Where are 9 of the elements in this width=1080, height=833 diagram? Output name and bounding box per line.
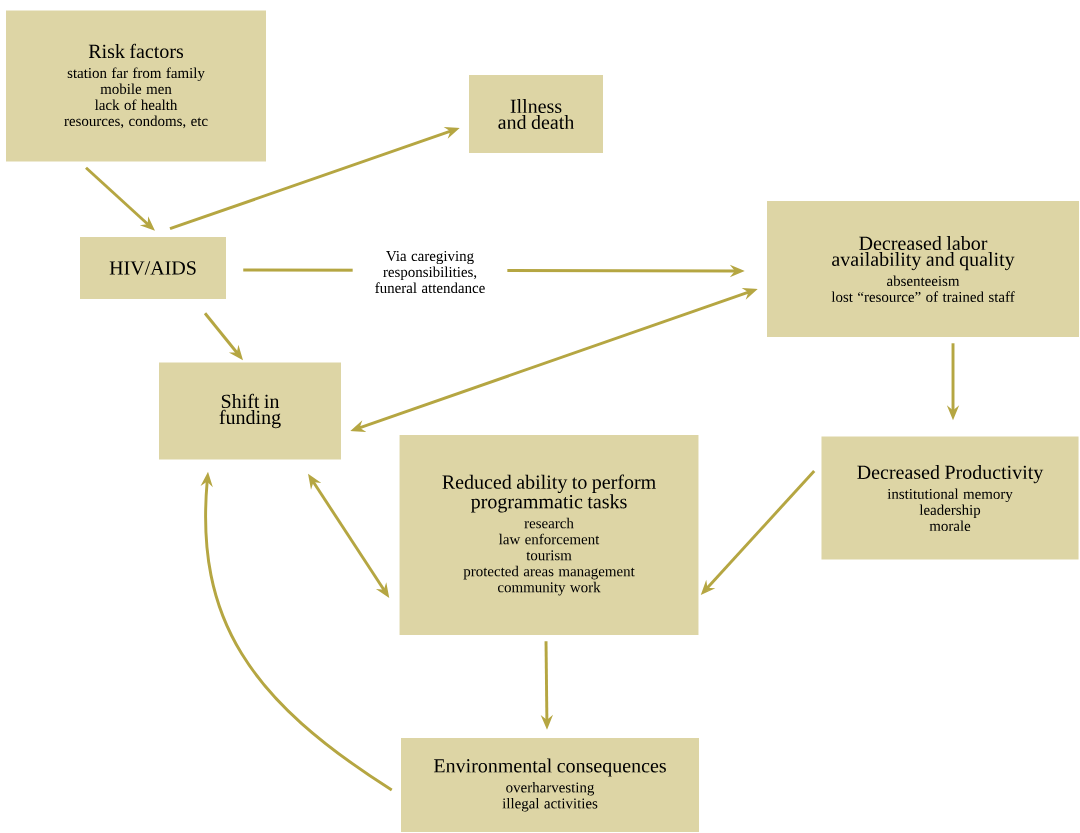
- process-box: Environmental consequences overharvesting illegal activities: [401, 738, 699, 832]
- process-box: Risk factors station far from family mobile men lack of health resources, condoms, etc: [6, 10, 266, 162]
- process-box: Decreased labor availability and quality absenteeism lost “resource” of trained staff: [767, 201, 1079, 337]
- process-box: Shift in funding: [159, 362, 341, 460]
- process-box: Illness and death: [469, 75, 603, 153]
- edge-label: Via caregiving responsibilities, funeral attendance: [352, 248, 508, 296]
- process-box: HIV/AIDS: [80, 237, 226, 299]
- process-box: Decreased Productivity institutional memory leadership morale: [821, 436, 1079, 560]
- process-box: Reduced ability to perform programmatic tasks research law enforcement tourism protected areas management community work: [399, 435, 699, 635]
